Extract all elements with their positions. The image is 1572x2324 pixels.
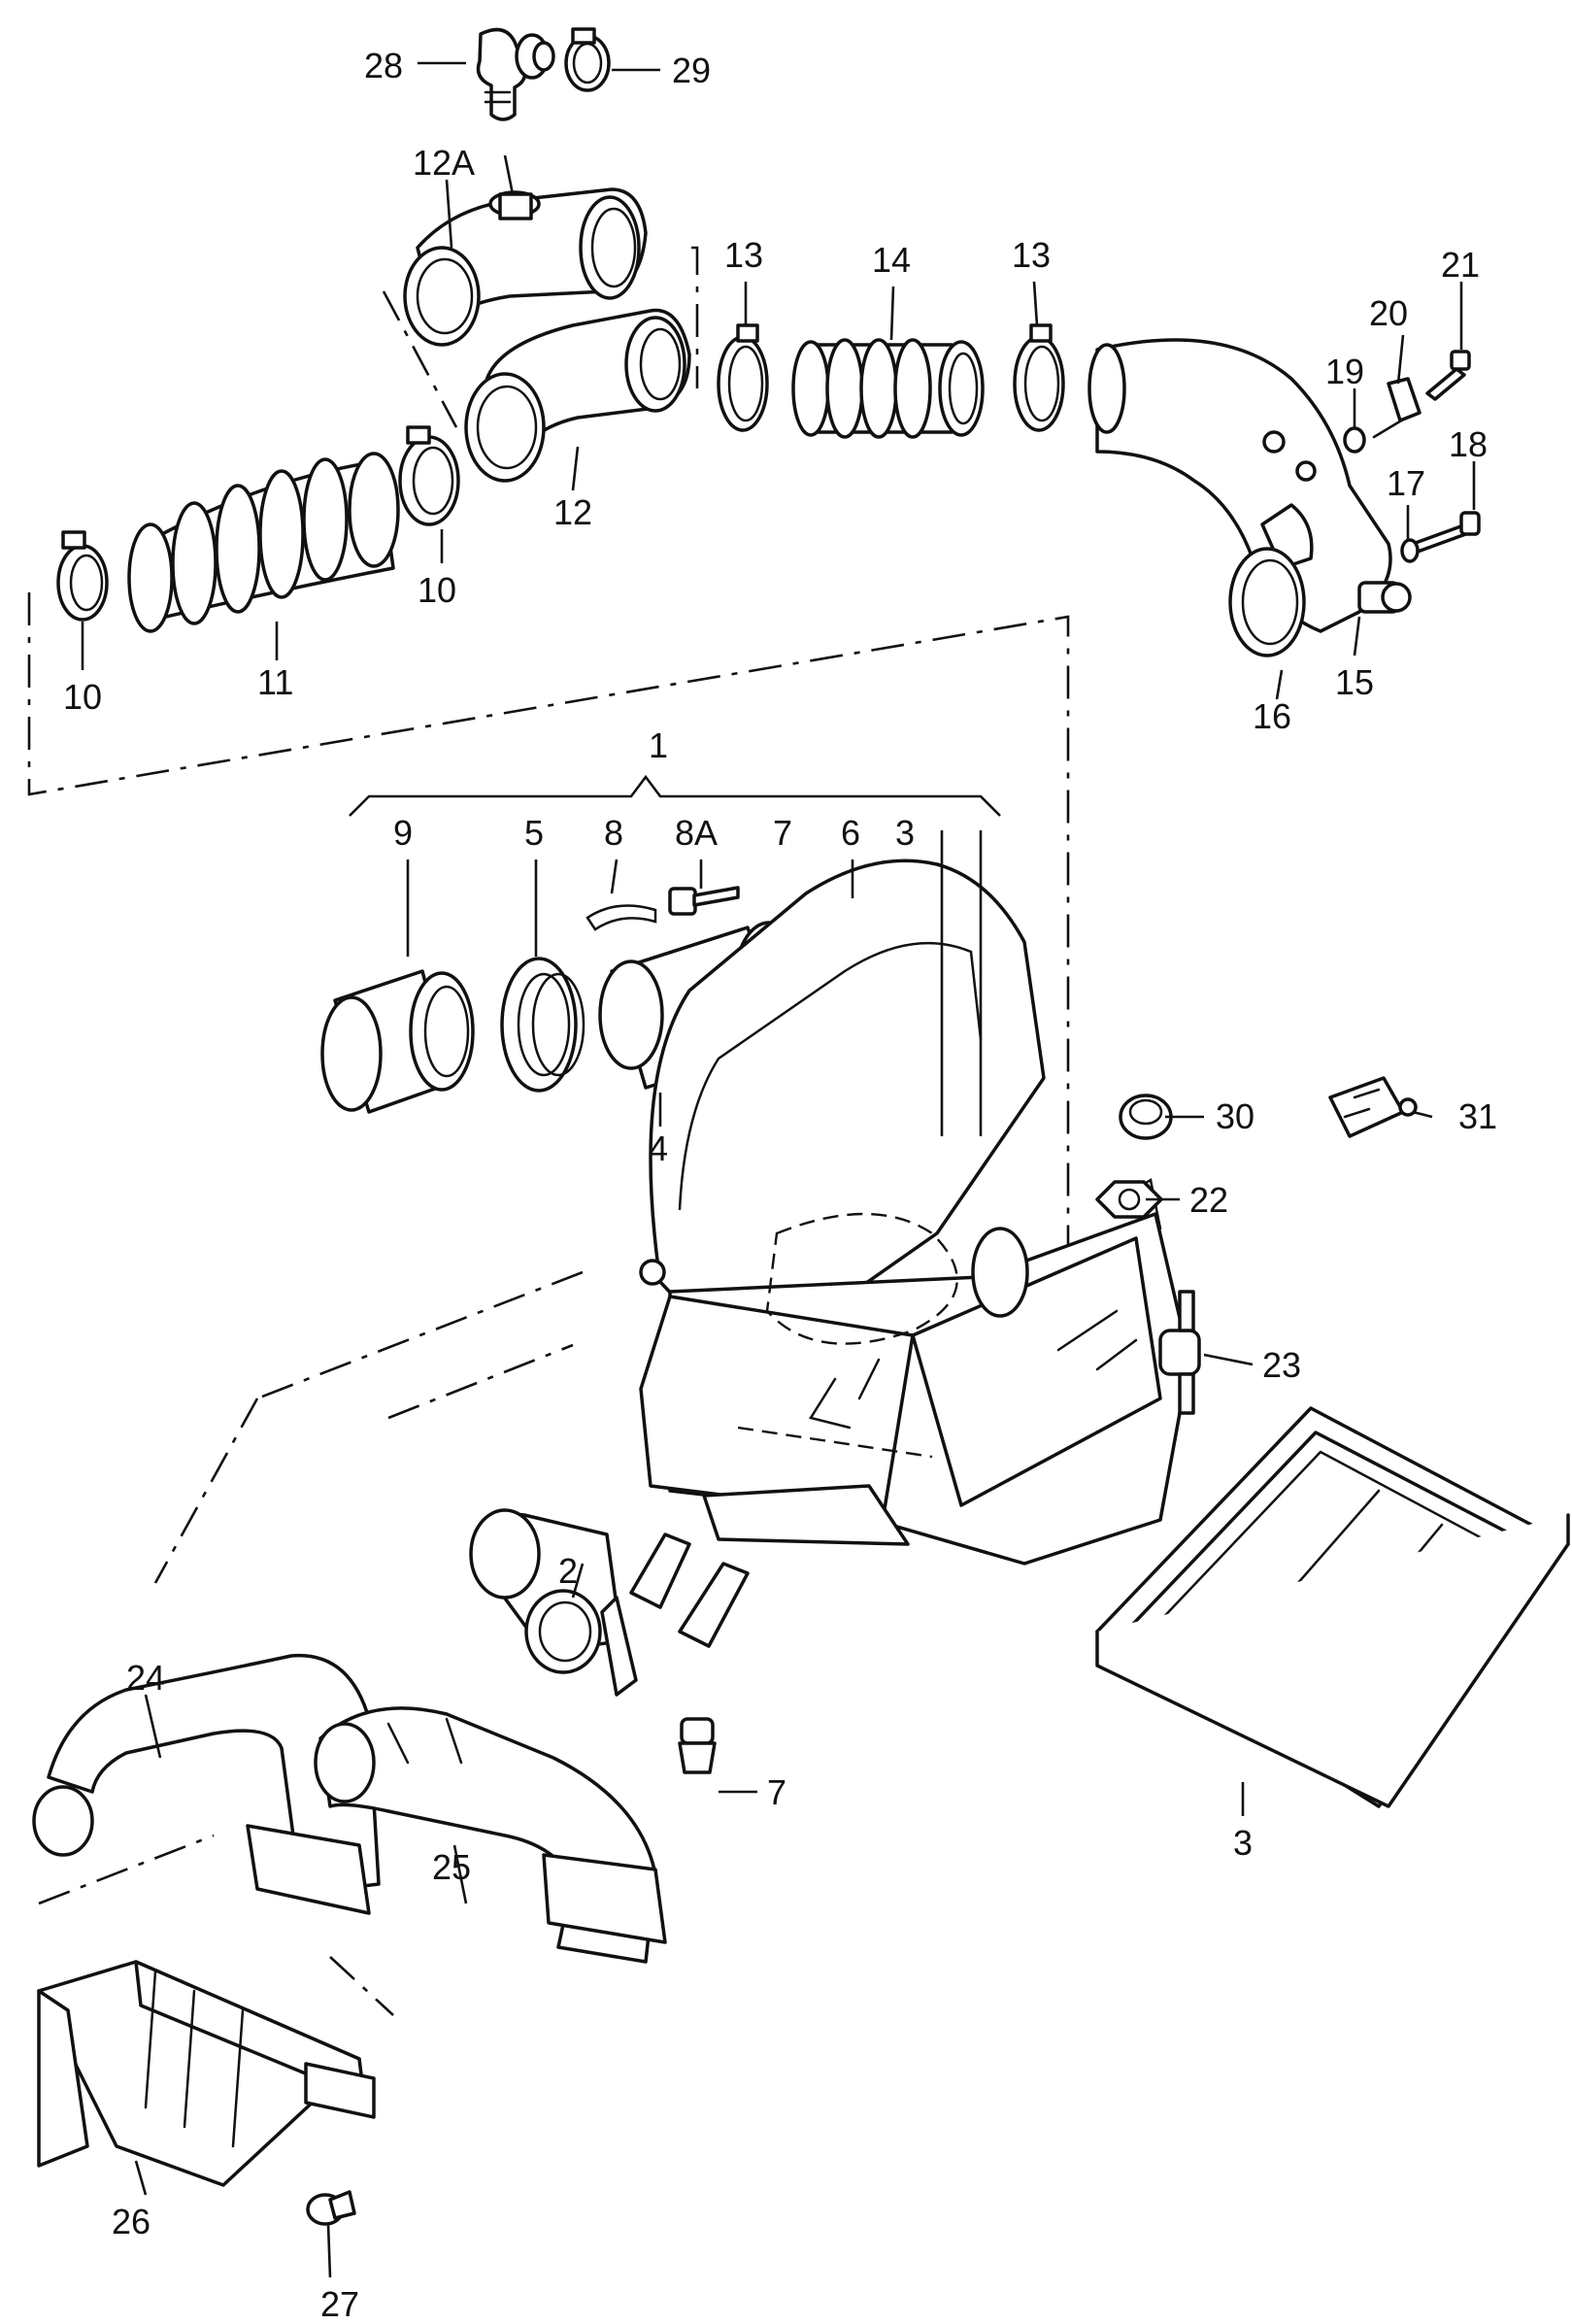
callout-23: 23	[1262, 1345, 1301, 1385]
callout-5: 5	[524, 813, 544, 853]
callout-19: 19	[1325, 352, 1364, 391]
air-hose-part-25	[314, 1706, 667, 1964]
screw-part-21	[1425, 350, 1471, 401]
callout-12a: 12A	[413, 143, 475, 183]
callout-20: 20	[1369, 293, 1408, 333]
hose-clamp-part-13-left	[717, 323, 769, 432]
expanding-rivet-part-7-lower	[678, 1717, 717, 1774]
hose-clamp-part-10-lower	[56, 530, 109, 622]
callout-14: 14	[872, 240, 911, 280]
callout-10-upper: 10	[418, 570, 456, 610]
sensor-bracket-part-20	[1372, 377, 1421, 439]
intake-pipe-part-15	[1087, 338, 1412, 633]
air-duct-connector-part-12a	[403, 154, 648, 347]
air-guide-part-2	[469, 1508, 638, 1697]
callout-29: 29	[672, 51, 711, 90]
callout-3-upper: 3	[895, 813, 915, 853]
callout-3-lower: 3	[1233, 1823, 1253, 1863]
elbow-connector-part-28	[476, 27, 555, 121]
callout-11: 11	[257, 662, 293, 702]
callout-25: 25	[432, 1847, 471, 1887]
callout-22: 22	[1189, 1180, 1228, 1220]
assembly-lines	[27, 246, 1070, 2016]
callout-28: 28	[364, 46, 403, 85]
callout-31: 31	[1458, 1096, 1497, 1136]
rubber-mount-part-23	[1158, 1290, 1201, 1415]
air-filter-housing	[629, 859, 1191, 1648]
air-inlet-duct-part-26	[37, 1960, 376, 2187]
callout-30: 30	[1216, 1096, 1254, 1136]
screw-part-8a	[668, 886, 740, 916]
washer-part-19	[1343, 426, 1366, 454]
air-duct-part-12	[464, 308, 691, 483]
retaining-clip-part-8	[585, 904, 657, 931]
callout-12: 12	[553, 492, 592, 532]
washer-part-17	[1400, 538, 1420, 563]
callout-15: 15	[1335, 662, 1374, 702]
expanding-rivet-part-27	[306, 2190, 356, 2226]
sensor-plug-part-31	[1328, 1076, 1418, 1138]
callout-2: 2	[558, 1551, 578, 1591]
hose-clamp-part-5	[500, 957, 585, 1093]
air-hose-part-24	[32, 1653, 381, 1915]
hose-clamp-part-13-right	[1013, 323, 1065, 432]
leader-lines	[81, 61, 1476, 2278]
callout-4: 4	[649, 1128, 668, 1168]
callout-6: 6	[841, 813, 860, 853]
callout-27: 27	[320, 2284, 359, 2324]
callout-7-upper: 7	[773, 813, 792, 853]
seal-ring-part-16	[1228, 547, 1306, 657]
callout-16: 16	[1253, 696, 1291, 736]
bellows-hose-part-14	[791, 338, 985, 439]
hose-clamp-part-10-upper	[398, 425, 460, 526]
callout-17: 17	[1387, 463, 1425, 503]
bellows-hose-part-11	[127, 452, 400, 633]
callout-8a: 8A	[675, 813, 718, 853]
hose-clamp-part-29	[564, 27, 611, 92]
callout-10-lower: 10	[63, 677, 102, 717]
callout-13-left: 13	[724, 235, 763, 275]
callout-8: 8	[604, 813, 623, 853]
bolt-part-18	[1411, 511, 1481, 554]
rubber-grommet-part-30	[1119, 1094, 1173, 1140]
callout-24: 24	[126, 1658, 165, 1698]
callout-7-lower: 7	[767, 1772, 786, 1812]
intake-sleeve-part-9	[320, 969, 475, 1114]
callout-21: 21	[1441, 245, 1480, 285]
callout-9: 9	[393, 813, 413, 853]
air-filter-element-part-3	[1095, 1406, 1570, 1808]
callout-labels: 28 29 12A 13 14 13 21 20 19 18 17 12 10 …	[63, 46, 1497, 2324]
callout-18: 18	[1449, 424, 1488, 464]
callout-13-right: 13	[1012, 235, 1051, 275]
callout-1: 1	[649, 725, 668, 765]
callout-26: 26	[112, 2202, 151, 2241]
